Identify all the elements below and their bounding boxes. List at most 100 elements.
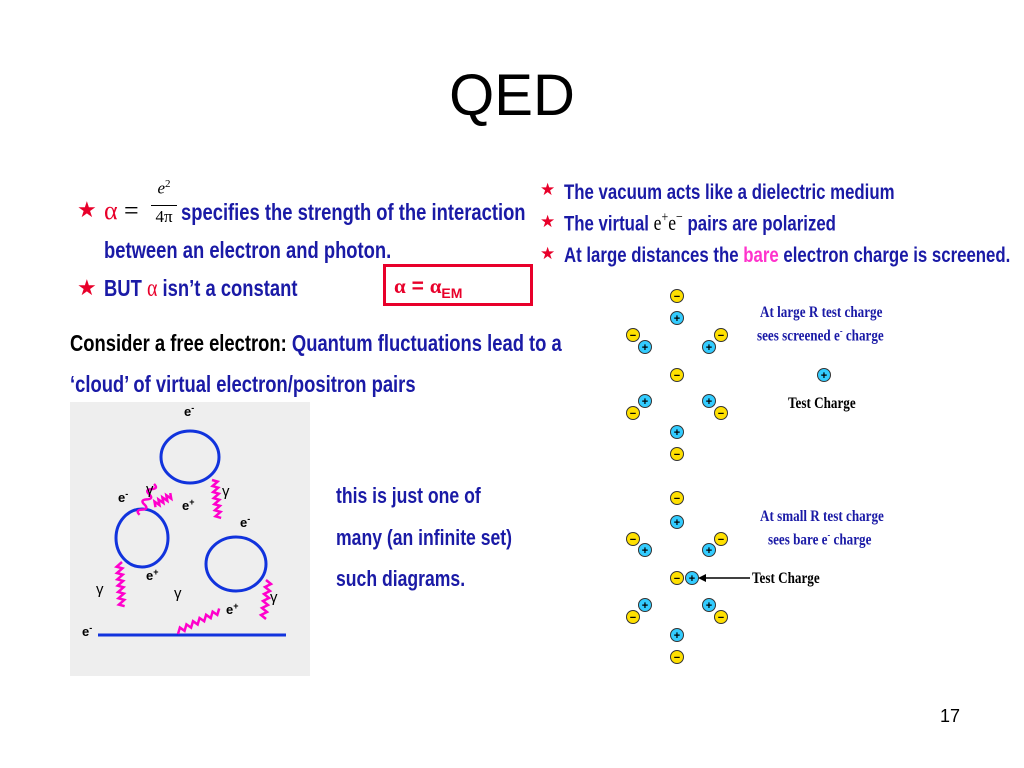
positive-charge-icon: + <box>670 311 684 325</box>
positive-charge-icon: + <box>702 340 716 354</box>
negative-charge-icon: − <box>626 610 640 624</box>
negative-charge-icon: − <box>714 328 728 342</box>
diagram-note-line2: many (an infinite set) <box>336 525 513 550</box>
photon-line <box>152 492 173 508</box>
star-bullet-icon: ★ <box>540 212 556 231</box>
slide-title: QED <box>449 63 575 128</box>
alpha-em-box: α = αEM <box>383 264 533 306</box>
alpha-symbol: α <box>104 196 118 225</box>
paragraph-line1: Consider a free electron: Quantum fluctu… <box>70 330 562 356</box>
label-gamma: γ <box>270 589 278 606</box>
label-gamma: γ <box>96 581 104 598</box>
label-e-plus: e+ <box>182 497 195 513</box>
positive-charge-icon: + <box>702 543 716 557</box>
diagram-note-line3: such diagrams. <box>336 566 466 591</box>
positive-charge-icon: + <box>670 515 684 529</box>
right-bullet2: The virtual e+e− pairs are polarized <box>564 210 836 236</box>
positive-charge-icon: + <box>638 598 652 612</box>
svg-text:−: − <box>630 330 636 342</box>
star-bullet-icon: ★ <box>540 244 556 263</box>
upper-test-charge-label: Test Charge <box>788 395 856 412</box>
photon-line <box>210 478 224 520</box>
negative-charge-icon: − <box>714 406 728 420</box>
positive-charge-icon: + <box>638 394 652 408</box>
positive-charge-icon: + <box>685 571 699 585</box>
svg-text:+: + <box>706 342 712 354</box>
svg-text:−: − <box>718 330 724 342</box>
star-bullet-icon: ★ <box>77 197 97 222</box>
svg-text:−: − <box>718 534 724 546</box>
feynman-diagram-panel <box>70 402 310 676</box>
negative-charge-icon: − <box>670 571 684 585</box>
svg-text:+: + <box>706 600 712 612</box>
svg-text:−: − <box>630 408 636 420</box>
bullet2-text: BUT α isn’t a constant <box>104 275 298 302</box>
star-bullet-icon: ★ <box>540 180 556 199</box>
positive-charge-icon: + <box>638 543 652 557</box>
upper-caption-line2: sees screened e- charge <box>757 326 884 345</box>
negative-charge-icon: − <box>626 532 640 546</box>
negative-charge-icon: − <box>670 368 684 382</box>
svg-text:−: − <box>674 493 680 505</box>
label-gamma: γ <box>146 481 154 498</box>
charge-diagram: −+−++−−+−++−+−−+−++−−+−++−+− <box>626 289 831 664</box>
label-gamma: γ <box>222 483 230 500</box>
right-bullet3: At large distances the bare electron cha… <box>564 244 1011 267</box>
page-number: 17 <box>940 706 961 726</box>
diagram-note-line1: this is just one of <box>336 483 481 508</box>
svg-text:+: + <box>642 545 648 557</box>
negative-charge-icon: − <box>626 328 640 342</box>
positive-charge-icon: + <box>702 598 716 612</box>
negative-charge-icon: − <box>626 406 640 420</box>
lower-caption-line2: sees bare e- charge <box>768 530 872 549</box>
negative-charge-icon: − <box>670 650 684 664</box>
lower-caption-line1: At small R test charge <box>760 508 884 525</box>
negative-charge-icon: − <box>714 532 728 546</box>
svg-text:−: − <box>630 534 636 546</box>
svg-text:+: + <box>706 396 712 408</box>
right-bullet1: The vacuum acts like a dielectric medium <box>564 181 895 204</box>
label-e-minus: e- <box>240 514 250 530</box>
svg-text:+: + <box>642 396 648 408</box>
svg-text:+: + <box>706 545 712 557</box>
positive-charge-icon: + <box>817 368 831 382</box>
svg-text:−: − <box>674 291 680 303</box>
svg-text:−: − <box>674 370 680 382</box>
label-e-minus: e- <box>184 403 194 419</box>
svg-text:−: − <box>718 408 724 420</box>
label-e-plus: e+ <box>226 601 239 617</box>
negative-charge-icon: − <box>714 610 728 624</box>
upper-caption-line1: At large R test charge <box>760 304 883 321</box>
svg-text:+: + <box>674 630 680 642</box>
positive-charge-icon: + <box>638 340 652 354</box>
alpha-em-formula: α = αEM <box>394 274 463 302</box>
svg-text:−: − <box>674 573 680 585</box>
label-e-minus: e- <box>118 489 128 505</box>
paragraph-line2: ‘cloud’ of virtual electron/positron pai… <box>70 371 416 397</box>
photon-line <box>136 483 158 516</box>
fraction-denominator: 4π <box>155 207 173 226</box>
svg-text:+: + <box>674 427 680 439</box>
svg-text:−: − <box>674 652 680 664</box>
photon-line <box>176 608 221 635</box>
bullet1-line1: specifies the strength of the interactio… <box>181 199 526 225</box>
star-bullet-icon: ★ <box>77 275 97 300</box>
label-e-minus: e- <box>82 623 92 639</box>
arrowhead-icon <box>698 574 706 582</box>
bullet1-line2: between an electron and photon. <box>104 237 392 263</box>
photon-line <box>114 561 127 608</box>
loop-left <box>114 507 170 569</box>
lower-test-charge-label: Test Charge <box>752 570 820 587</box>
fraction-bar <box>151 205 177 206</box>
positive-charge-icon: + <box>670 628 684 642</box>
svg-text:+: + <box>642 600 648 612</box>
label-e-plus: e+ <box>146 567 159 583</box>
svg-text:−: − <box>718 612 724 624</box>
feynman-diagram: e- e- e+ e- e+ e+ e- γ γ γ γ γ <box>82 403 286 639</box>
negative-charge-icon: − <box>670 289 684 303</box>
positive-charge-icon: + <box>702 394 716 408</box>
svg-text:+: + <box>674 517 680 529</box>
svg-text:−: − <box>674 449 680 461</box>
negative-charge-icon: − <box>670 491 684 505</box>
label-gamma: γ <box>174 585 182 602</box>
